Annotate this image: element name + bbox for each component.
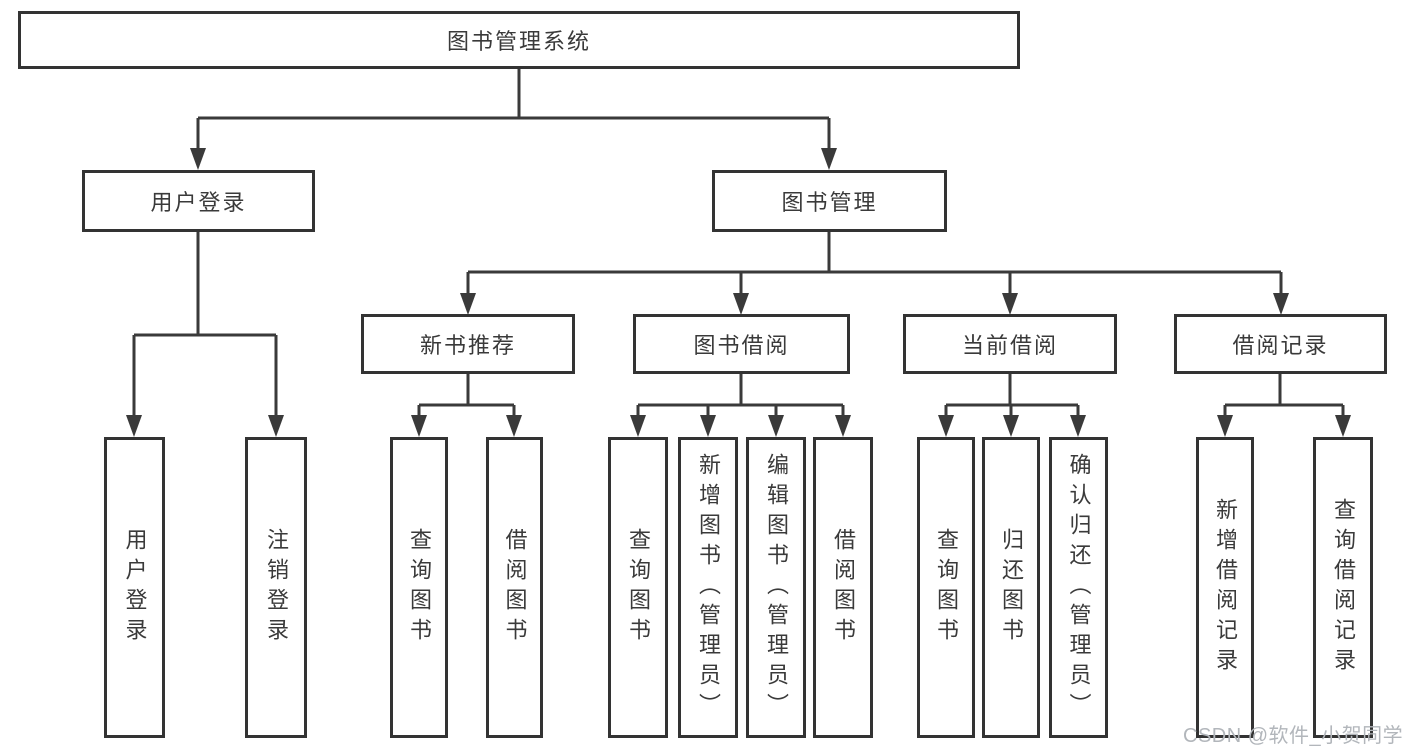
arrowhead-icon bbox=[630, 415, 646, 437]
leaf-return-book: 归还图书 bbox=[982, 437, 1040, 738]
leaf-query-books-borrow: 查询图书 bbox=[608, 437, 668, 738]
node-label: 注销登录 bbox=[264, 527, 289, 648]
edges-new-book-recommend bbox=[417, 374, 516, 419]
node-label: 查询借阅记录 bbox=[1331, 497, 1356, 678]
leaf-query-books-current: 查询图书 bbox=[917, 437, 975, 738]
node-book-management: 图书管理 bbox=[712, 170, 947, 232]
arrowhead-icon bbox=[460, 293, 476, 315]
arrowhead-icon bbox=[268, 415, 284, 437]
arrowhead-icon bbox=[938, 415, 954, 437]
node-label: 图书借阅 bbox=[693, 333, 790, 358]
csdn-watermark: CSDN @软件_小贺同学 bbox=[1183, 725, 1404, 747]
node-label: 图书管理 bbox=[781, 190, 878, 215]
node-label: 新书推荐 bbox=[419, 333, 516, 358]
leaf-add-borrow-record: 新增借阅记录 bbox=[1196, 437, 1254, 738]
node-label: 用户登录 bbox=[122, 527, 148, 648]
node-label: 编辑图书（管理员） bbox=[764, 452, 789, 723]
arrowhead-icon bbox=[733, 293, 749, 315]
leaf-borrow-books-recommend: 借阅图书 bbox=[486, 437, 543, 738]
node-label: 借阅图书 bbox=[502, 527, 528, 648]
leaf-query-borrow-record: 查询借阅记录 bbox=[1313, 437, 1373, 738]
leaf-add-book-admin: 新增图书（管理员） bbox=[678, 437, 738, 738]
leaf-logout: 注销登录 bbox=[245, 437, 307, 738]
edges-borrow-records bbox=[1223, 374, 1345, 419]
edges-user-login bbox=[132, 231, 278, 419]
leaf-borrow-books: 借阅图书 bbox=[813, 437, 873, 738]
node-new-book-recommend: 新书推荐 bbox=[361, 314, 575, 374]
arrowhead-icon bbox=[1273, 293, 1289, 315]
edges-book-borrow bbox=[636, 374, 845, 419]
node-user-login: 用户登录 bbox=[82, 170, 315, 232]
arrowhead-icon bbox=[821, 148, 837, 170]
leaf-edit-book-admin: 编辑图书（管理员） bbox=[746, 437, 806, 738]
arrowhead-icon bbox=[126, 415, 142, 437]
node-label: 图书管理系统 bbox=[446, 29, 591, 54]
node-book-borrow: 图书借阅 bbox=[633, 314, 850, 374]
arrowhead-icon bbox=[700, 415, 716, 437]
arrowhead-icon bbox=[1335, 415, 1351, 437]
arrowhead-icon bbox=[506, 415, 522, 437]
leaf-query-books-recommend: 查询图书 bbox=[390, 437, 448, 738]
arrowhead-icon bbox=[1070, 415, 1086, 437]
arrowhead-icon bbox=[411, 415, 427, 437]
node-label: 查询图书 bbox=[626, 527, 651, 648]
node-label: 新增借阅记录 bbox=[1213, 497, 1238, 678]
arrowhead-icon bbox=[1002, 293, 1018, 315]
node-current-borrow: 当前借阅 bbox=[903, 314, 1117, 374]
node-label: 当前借阅 bbox=[961, 333, 1058, 358]
node-label: 借阅图书 bbox=[831, 527, 856, 648]
arrowhead-icon bbox=[190, 148, 206, 170]
arrowhead-icon bbox=[768, 415, 784, 437]
arrowhead-icon bbox=[1217, 415, 1233, 437]
node-label: 确认归还（管理员） bbox=[1066, 452, 1092, 723]
edges-current-borrow bbox=[944, 374, 1080, 419]
leaf-confirm-return-admin: 确认归还（管理员） bbox=[1049, 437, 1108, 738]
node-borrow-records: 借阅记录 bbox=[1174, 314, 1387, 374]
edges-root bbox=[196, 68, 831, 152]
node-label: 借阅记录 bbox=[1232, 333, 1329, 358]
arrowhead-icon bbox=[1003, 415, 1019, 437]
node-root-system: 图书管理系统 bbox=[18, 11, 1020, 69]
node-label: 用户登录 bbox=[150, 190, 247, 215]
node-label: 查询图书 bbox=[934, 527, 959, 648]
leaf-user-login: 用户登录 bbox=[104, 437, 165, 738]
arrowhead-icon bbox=[835, 415, 851, 437]
node-label: 查询图书 bbox=[407, 527, 432, 648]
node-label: 归还图书 bbox=[999, 527, 1024, 648]
node-label: 新增图书（管理员） bbox=[696, 452, 721, 723]
edges-book-management bbox=[466, 231, 1283, 297]
